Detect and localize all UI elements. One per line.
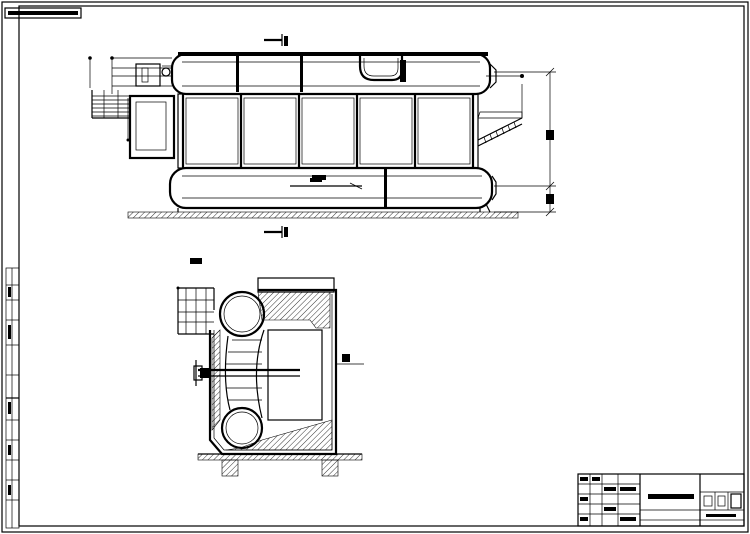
corner-stamp-bar: [8, 11, 78, 15]
section-marker-bottom: [264, 226, 288, 238]
tube-panel-3: [301, 97, 355, 165]
title-block-title-bar: [648, 494, 694, 499]
tube-panel-1: [185, 97, 239, 165]
dim-label-base: [546, 194, 554, 204]
section-marker-top: [264, 34, 288, 46]
steam-pipe-bend: [358, 56, 404, 82]
inner-border: [18, 5, 745, 527]
title-block-outline: [577, 473, 745, 527]
right-footing: [321, 459, 339, 477]
end-view-foundation: [197, 453, 363, 461]
tube-panel-2: [243, 97, 297, 165]
water-level-gauge: [135, 63, 161, 87]
left-wall-refractory: [211, 329, 221, 431]
left-platform-grating: [92, 95, 130, 117]
tube-bank-frame: [177, 93, 479, 169]
left-revision-strip: [5, 267, 20, 529]
lower-drum: [168, 166, 494, 210]
left-footing: [221, 459, 239, 477]
left-valve-icon: [161, 67, 171, 77]
tube-panel-5: [417, 97, 471, 165]
section-label: [190, 258, 202, 264]
title-block: [577, 473, 745, 527]
right-dimension-lines: [494, 67, 556, 217]
tube-panel-4: [359, 97, 413, 165]
dim-label-height: [546, 130, 554, 140]
upper-drum: [170, 52, 492, 96]
end-section-view: [176, 258, 364, 477]
right-platform: [477, 111, 523, 119]
upper-refractory: [257, 291, 331, 329]
corner-stamp-box: [4, 7, 82, 19]
lower-refractory: [225, 419, 333, 451]
upper-drum-section: [218, 290, 266, 338]
convection-tube-bank: [267, 329, 323, 421]
end-view-platform: [176, 286, 215, 335]
ground-foundation: [127, 211, 519, 219]
firebox-front: [128, 94, 176, 160]
left-dimension-lines: [88, 56, 172, 142]
side-elevation-view: [88, 34, 556, 238]
